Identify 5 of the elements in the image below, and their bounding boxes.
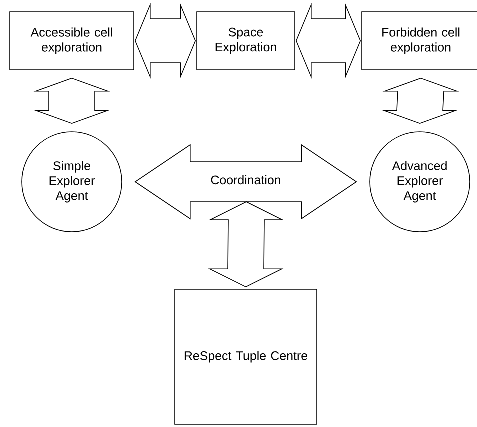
process-box: Space Exploration [196,12,296,70]
edge-label: Coordination [210,174,282,186]
process-box: Forbidden cell exploration [362,12,477,70]
process-box: Accessible cell exploration [10,12,134,70]
process-box: ReSpect Tuple Centre [174,289,318,425]
